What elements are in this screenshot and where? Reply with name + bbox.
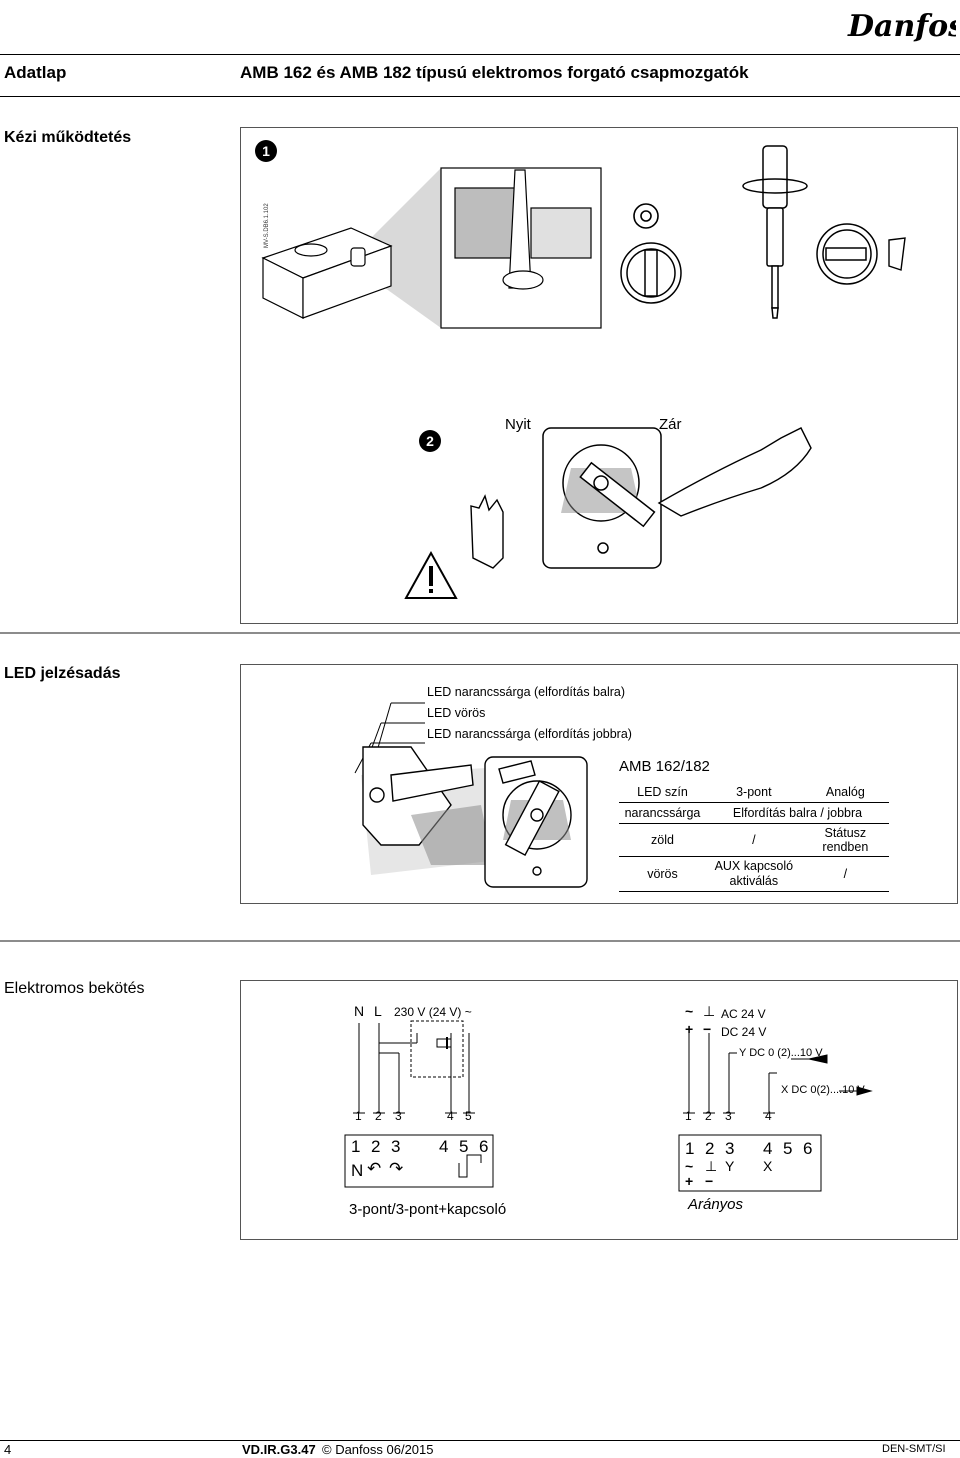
step-1-marker: 1 xyxy=(255,140,277,162)
led-table-cell: Státusz rendben xyxy=(801,823,889,857)
right-caption: Arányos xyxy=(688,1196,744,1213)
led-table-head-analog: Analóg xyxy=(801,782,889,803)
left-term: 2 xyxy=(371,1137,381,1156)
led-model-label: AMB 162/182 xyxy=(619,758,710,775)
left-term: 1 xyxy=(351,1137,361,1156)
section-divider-1 xyxy=(0,632,960,634)
led-panel: LED narancssárga (elfordítás balra) LED … xyxy=(240,664,958,904)
right-row2-cell: ⊥ xyxy=(705,1158,718,1174)
doc-code: VD.IR.G3.47 xyxy=(242,1442,316,1457)
title-rule xyxy=(0,96,960,97)
danfoss-logo: Danfoss xyxy=(842,6,960,48)
page-title: AMB 162 és AMB 182 típusú elektromos for… xyxy=(240,63,749,82)
right-row3-cell: − xyxy=(705,1173,714,1189)
right-term: 2 xyxy=(705,1139,715,1158)
dc-label: DC 24 V xyxy=(721,1025,767,1039)
left-term: 4 xyxy=(439,1137,449,1156)
copyright: © Danfoss 06/2015 xyxy=(322,1442,434,1457)
doc-type: Adatlap xyxy=(4,63,67,82)
led-line-red: LED vörös xyxy=(427,706,486,720)
led-table-row: narancssárga Elfordítás balra / jobbra xyxy=(619,802,889,824)
electrical-section-label: Elektromos bekötés xyxy=(4,980,145,997)
left-small-term: 1 xyxy=(355,1109,362,1123)
rotate-right-icon: ↷ xyxy=(389,1159,404,1178)
x-signal-label: X DC 0(2)....10 V xyxy=(781,1084,865,1096)
led-table-cell: Elfordítás balra / jobbra xyxy=(705,802,889,824)
right-small-term: 1 xyxy=(685,1109,692,1123)
led-table-row: vörös AUX kapcsoló aktiválás / xyxy=(619,856,889,892)
right-small-term: 4 xyxy=(765,1109,772,1123)
right-row2-cell: X xyxy=(763,1158,773,1174)
led-table-head-color: LED szín xyxy=(619,782,706,803)
wiring-lines xyxy=(344,1020,873,1192)
gnd-symbol: ⊥ xyxy=(703,1003,716,1019)
led-table-cell: / xyxy=(801,856,889,892)
close-label: Zár xyxy=(659,416,682,433)
footer-rule xyxy=(0,1440,960,1441)
plus-symbol: + xyxy=(685,1021,694,1037)
ac-symbol: ~ xyxy=(685,1003,694,1019)
right-term: 3 xyxy=(725,1139,735,1158)
right-term: 6 xyxy=(803,1139,813,1158)
led-table-cell: / xyxy=(705,823,802,857)
minus-symbol: − xyxy=(703,1021,712,1037)
led-table-header: LED szín 3-pont Analóg xyxy=(619,782,889,803)
rotate-left-icon: ↶ xyxy=(367,1159,382,1178)
left-term: 3 xyxy=(391,1137,401,1156)
led-illustration xyxy=(354,702,588,888)
header-rule xyxy=(0,54,960,55)
led-table-cell: vörös xyxy=(619,856,706,892)
right-row3-cell: + xyxy=(685,1173,694,1189)
led-line-orange-right: LED narancssárga (elfordítás jobbra) xyxy=(427,727,632,741)
left-term: 5 xyxy=(459,1137,469,1156)
left-n-term-label: N xyxy=(351,1161,364,1180)
ac-label: AC 24 V xyxy=(721,1007,766,1021)
left-term: 6 xyxy=(479,1137,489,1156)
right-row2-cell: ~ xyxy=(685,1158,694,1174)
led-table-row: zöld / Státusz rendben xyxy=(619,823,889,857)
doc-ref: DEN-SMT/SI xyxy=(882,1443,946,1455)
right-small-term: 3 xyxy=(725,1109,732,1123)
page-number: 4 xyxy=(4,1442,12,1457)
svg-text:Danfoss: Danfoss xyxy=(847,9,956,44)
left-small-term: 5 xyxy=(465,1109,472,1123)
right-small-term: 2 xyxy=(705,1109,712,1123)
open-label: Nyit xyxy=(505,416,531,433)
step-2-marker: 2 xyxy=(419,430,441,452)
left-small-term: 2 xyxy=(375,1109,382,1123)
left-small-term: 4 xyxy=(447,1109,454,1123)
led-table-cell: AUX kapcsoló aktiválás xyxy=(705,856,802,892)
right-row2-cell: Y xyxy=(725,1158,735,1174)
y-signal-label: Y DC 0 (2)...10 V xyxy=(739,1047,823,1059)
left-n-label: N xyxy=(354,1003,365,1019)
led-table-cell: zöld xyxy=(619,823,706,857)
manual-operation-panel: 1 MV-S.DB6.1.102 xyxy=(240,127,958,624)
left-small-term: 3 xyxy=(395,1109,402,1123)
led-section-label: LED jelzésadás xyxy=(4,665,121,682)
right-term: 4 xyxy=(763,1139,773,1158)
led-table-cell: narancssárga xyxy=(619,802,706,824)
right-term: 5 xyxy=(783,1139,793,1158)
section-divider-2 xyxy=(0,940,960,942)
left-l-label: L xyxy=(374,1003,382,1019)
led-table: LED szín 3-pont Analóg narancssárga Elfo… xyxy=(619,782,889,892)
right-term: 1 xyxy=(685,1139,695,1158)
manual-section-label: Kézi működtetés xyxy=(4,129,132,146)
wiring-panel: N L 230 V (24 V) ~ xyxy=(240,980,958,1240)
left-voltage-label: 230 V (24 V) ~ xyxy=(394,1005,472,1019)
manual-illustration xyxy=(261,145,906,599)
led-table-head-3pont: 3-pont xyxy=(705,782,802,803)
led-line-orange-left: LED narancssárga (elfordítás balra) xyxy=(427,685,626,699)
left-caption: 3-pont/3-pont+kapcsoló xyxy=(349,1201,507,1218)
